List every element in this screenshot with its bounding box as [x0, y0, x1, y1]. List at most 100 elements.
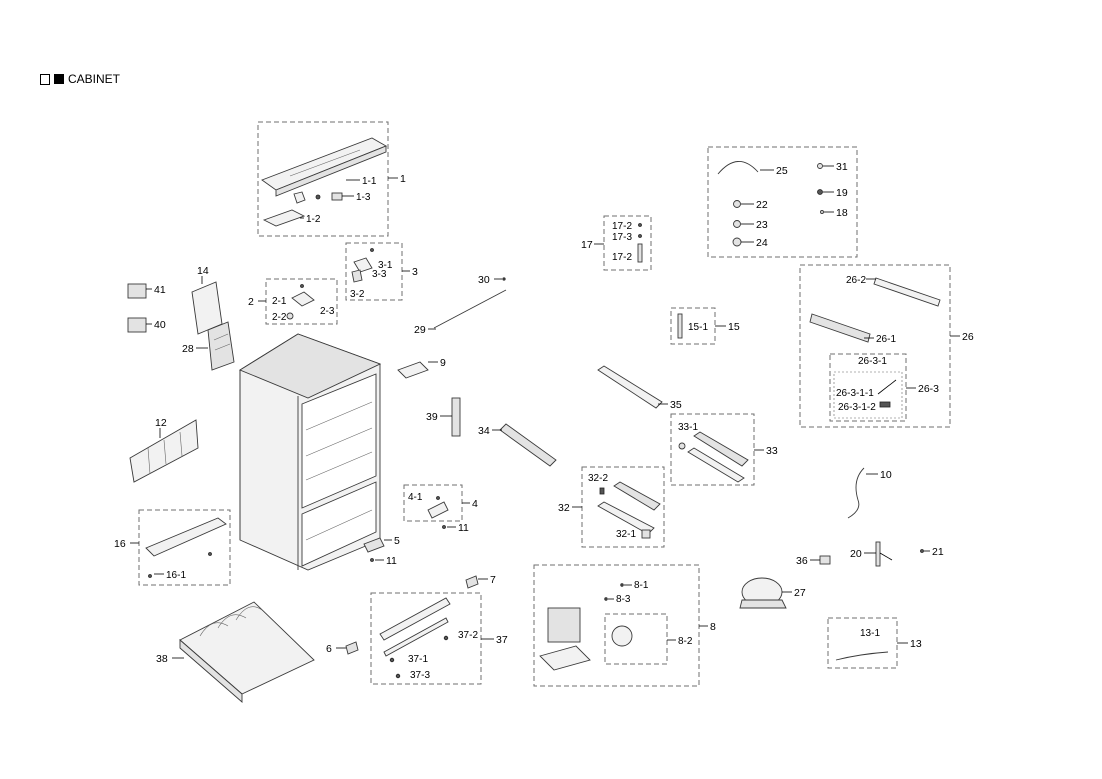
- rail-34-shape: [499, 423, 557, 467]
- label-17: 17: [581, 239, 593, 251]
- label-9: 9: [440, 357, 446, 369]
- label-24: 24: [756, 237, 768, 249]
- label-1-3: 1-3: [356, 192, 371, 203]
- part-38: 38: [156, 601, 315, 703]
- label-36: 36: [796, 555, 808, 567]
- label-1-2: 1-2: [306, 214, 321, 225]
- label-19: 19: [836, 187, 848, 199]
- label-26-3: 26-3: [918, 383, 939, 395]
- label-37-2: 37-2: [458, 630, 478, 641]
- part-group-15: 15 15-1: [670, 307, 740, 345]
- group-3-frame: [345, 242, 403, 301]
- label-32: 32: [558, 502, 570, 514]
- label-16: 16: [114, 538, 126, 550]
- label-27: 27: [794, 587, 806, 599]
- label-10: 10: [880, 469, 892, 481]
- rail-35-shape: [597, 365, 663, 409]
- part-group-misc-top: 25 31 19 18 22 23 24: [707, 146, 858, 258]
- bullet-square-icon: [54, 74, 64, 84]
- label-33-1: 33-1: [678, 422, 698, 433]
- freezer-compartment: [301, 481, 377, 567]
- label-3-2: 3-2: [350, 289, 365, 300]
- rail-37-lower: [383, 617, 449, 657]
- label-22: 22: [756, 199, 768, 211]
- label-32-1: 32-1: [616, 529, 636, 540]
- label-15: 15: [728, 321, 740, 333]
- label-41-shape: [127, 283, 147, 299]
- top-cover-edge: [275, 145, 387, 197]
- part-6-shape: [345, 641, 359, 655]
- label-7: 7: [490, 574, 496, 586]
- label-8: 8: [710, 621, 716, 633]
- part-10: 10: [847, 467, 892, 519]
- label-3: 3: [412, 266, 418, 278]
- base-38-shape: [179, 601, 315, 695]
- label-8-3: 8-3: [616, 594, 631, 605]
- cabinet-body: [239, 333, 382, 571]
- label-1-1: 1-1: [362, 176, 377, 187]
- label-2-1: 2-1: [272, 296, 287, 307]
- part-group-17: 17 17-2 17-3 17-2: [581, 215, 652, 271]
- label-37-3: 37-3: [410, 670, 430, 681]
- cover-28-shape: [207, 321, 235, 371]
- label-31: 31: [836, 161, 848, 173]
- part-36-shape: [819, 555, 831, 565]
- fridge-compartment: [301, 373, 377, 509]
- label-26-3-1-1: 26-3-1-1: [836, 388, 874, 399]
- label-3-3: 3-3: [372, 269, 387, 280]
- fan-8-2-shape: [611, 625, 633, 647]
- label-2-3: 2-3: [320, 306, 335, 317]
- bracket-9-shape: [397, 361, 429, 379]
- part-5-shape: [363, 537, 385, 553]
- label-26-2: 26-2: [846, 275, 866, 286]
- part-group-26: 26-2 26-1 26 26-3-1 26-3-1-1 26-3-1-2 26…: [799, 264, 974, 428]
- part-36-20-21: 36 20 21: [796, 541, 944, 567]
- label-38: 38: [156, 653, 168, 665]
- cabinet-top: [239, 333, 382, 399]
- label-30: 30: [478, 274, 490, 286]
- group-17-frame: [603, 215, 652, 271]
- label-23: 23: [756, 219, 768, 231]
- hinge-3-2-shape: [351, 269, 363, 283]
- label-34: 34: [478, 425, 490, 437]
- hinge-3-1-shape: [353, 257, 373, 273]
- label-17-3: 17-3: [612, 232, 632, 243]
- part-7-shape: [465, 575, 479, 589]
- label-4-1: 4-1: [408, 492, 423, 503]
- part-group-2: 2 2-1 2-3 2-2: [248, 278, 338, 325]
- section-title: CABINET: [40, 72, 120, 86]
- rail-33-lower: [687, 447, 745, 483]
- label-37: 37: [496, 634, 508, 646]
- label-8-2: 8-2: [678, 636, 693, 647]
- label-32-2: 32-2: [588, 473, 608, 484]
- tube-39-shape: [451, 397, 461, 437]
- harness-13-1-shape: [835, 651, 889, 661]
- label-13: 13: [910, 638, 922, 650]
- part-14-41-40-28: 14 41 40 28: [127, 265, 235, 371]
- label-21: 21: [932, 546, 944, 558]
- label-26-1: 26-1: [876, 334, 896, 345]
- wire-25-shape: [717, 161, 759, 175]
- checkbox-glyph-icon: [40, 73, 50, 85]
- part-27: 27: [739, 577, 806, 609]
- fan-motor-shape: [547, 607, 581, 643]
- cord-10-shape: [847, 467, 865, 519]
- bracket-1-2-shape: [262, 209, 306, 227]
- base-16-shape: [145, 517, 227, 557]
- label-16-1: 16-1: [166, 570, 186, 581]
- label-37-1: 37-1: [408, 654, 428, 665]
- label-39: 39: [426, 411, 438, 423]
- hinge-2-1-shape: [291, 291, 315, 307]
- label-41: 41: [154, 284, 166, 296]
- part-group-8: 8-1 8-3 8-2 8: [533, 564, 716, 687]
- label-3-1: 3-1: [378, 260, 393, 271]
- group-33-frame: [670, 413, 755, 486]
- label-40-shape: [127, 317, 147, 333]
- label-26-3-1: 26-3-1: [858, 356, 887, 367]
- rail-26-1-shape: [809, 313, 871, 343]
- label-26: 26: [962, 331, 974, 343]
- label-12: 12: [155, 417, 167, 429]
- part-4-5-11: 4 4-1 11 5 11: [363, 484, 478, 567]
- part-group-16: 16 16-1: [114, 509, 231, 586]
- rail-26-2-shape: [873, 277, 941, 307]
